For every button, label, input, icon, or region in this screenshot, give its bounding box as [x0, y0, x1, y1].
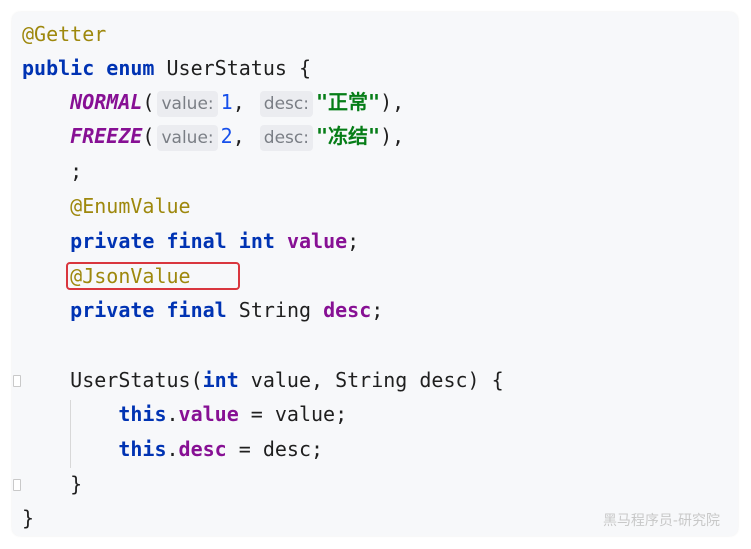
constructor-params: value, String desc) {: [250, 368, 504, 392]
json-value-annotation: @JsonValue: [70, 264, 191, 288]
type-string: String: [238, 298, 312, 322]
semicolon: ;: [371, 298, 384, 322]
getter-annotation: @Getter: [22, 22, 107, 46]
paren-close-comma: ),: [380, 90, 405, 114]
semicolon: ;: [70, 159, 83, 183]
field-desc: desc: [323, 298, 372, 322]
field-desc: desc: [178, 437, 227, 461]
code-line-6: @EnumValue: [22, 189, 191, 223]
enum-constant-normal: NORMAL: [70, 90, 143, 114]
param-hint-value: value:: [157, 125, 218, 151]
enum-constant-freeze: FREEZE: [70, 124, 143, 148]
code-line-12: this.value = value;: [22, 397, 347, 431]
code-line-4: FREEZE(value:2, desc:"冻结"),: [22, 119, 404, 153]
comma: ,: [232, 124, 245, 148]
code-line-7: private final int value;: [22, 224, 359, 258]
code-line-15: }: [22, 501, 34, 535]
code-line-8: @JsonValue: [22, 259, 191, 293]
keyword-this: this: [118, 437, 167, 461]
dot: .: [166, 437, 179, 461]
assignment-desc: = desc;: [226, 437, 324, 461]
keyword-int: int: [238, 229, 275, 253]
code-line-2: public enum UserStatus {: [22, 51, 311, 85]
code-line-3: NORMAL(value:1, desc:"正常"),: [22, 85, 404, 119]
keyword-final: final: [166, 229, 227, 253]
indent-guide: [70, 400, 71, 468]
code-line-1: @Getter: [22, 17, 106, 51]
keyword-private: private: [70, 229, 155, 253]
paren-open: (: [142, 90, 155, 114]
close-brace: }: [70, 472, 83, 496]
keyword-public: public: [22, 56, 95, 80]
semicolon: ;: [347, 229, 360, 253]
enum-value-annotation: @EnumValue: [70, 194, 191, 218]
paren-open: (: [142, 124, 155, 148]
json-value-highlight-box: [66, 262, 240, 290]
field-value: value: [178, 402, 239, 426]
enum-name: UserStatus {: [166, 56, 312, 80]
normal-value-literal: 1: [220, 90, 233, 114]
keyword-private: private: [70, 298, 155, 322]
normal-desc-literal: "正常": [315, 90, 381, 114]
keyword-this: this: [118, 402, 167, 426]
freeze-desc-literal: "冻结": [315, 124, 381, 148]
fold-marker-icon[interactable]: [13, 479, 21, 491]
code-line-14: }: [22, 467, 82, 501]
keyword-final: final: [166, 298, 227, 322]
assignment-value: = value;: [238, 402, 348, 426]
freeze-value-literal: 2: [220, 124, 233, 148]
param-hint-desc: desc:: [259, 91, 313, 117]
keyword-int: int: [202, 368, 239, 392]
watermark: 黑马程序员-研究院: [602, 513, 720, 529]
constructor-name: UserStatus(: [70, 368, 203, 392]
code-editor[interactable]: @Getter public enum UserStatus { NORMAL(…: [12, 12, 738, 536]
fold-marker-icon[interactable]: [13, 375, 21, 387]
code-line-11: UserStatus(int value, String desc) {: [22, 363, 504, 397]
keyword-enum: enum: [106, 56, 155, 80]
code-line-5: ;: [22, 154, 82, 188]
field-value: value: [286, 229, 348, 253]
comma: ,: [232, 90, 245, 114]
code-line-9: private final String desc;: [22, 293, 383, 327]
paren-close-comma: ),: [380, 124, 405, 148]
close-brace: }: [22, 506, 35, 530]
code-line-13: this.desc = desc;: [22, 432, 323, 466]
param-hint-desc: desc:: [259, 125, 313, 151]
param-hint-value: value:: [157, 91, 218, 117]
dot: .: [166, 402, 179, 426]
